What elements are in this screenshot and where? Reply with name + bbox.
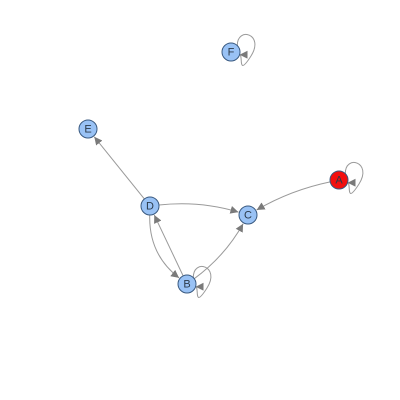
node-c[interactable]: C xyxy=(238,205,258,225)
edges-layer xyxy=(93,34,364,298)
edge-b-to-c xyxy=(193,223,244,280)
node-d-circle[interactable] xyxy=(140,196,160,216)
edge-d-to-b xyxy=(149,214,180,279)
node-b-circle[interactable] xyxy=(177,274,197,294)
node-f[interactable]: F xyxy=(221,42,241,62)
edge-a-to-a xyxy=(344,162,364,194)
node-a[interactable]: A xyxy=(329,170,349,190)
node-c-circle[interactable] xyxy=(238,205,258,225)
node-b[interactable]: B xyxy=(177,274,197,294)
node-e-circle[interactable] xyxy=(78,119,98,139)
node-e[interactable]: E xyxy=(78,119,98,139)
edge-d-to-e xyxy=(93,136,145,200)
node-d[interactable]: D xyxy=(140,196,160,216)
edge-b-to-d xyxy=(153,214,184,277)
edge-f-to-f xyxy=(236,34,256,66)
node-a-circle[interactable] xyxy=(329,170,349,190)
edge-d-to-c xyxy=(158,203,239,214)
edge-b-to-b xyxy=(192,266,212,298)
edge-a-to-c xyxy=(256,181,331,211)
node-f-circle[interactable] xyxy=(221,42,241,62)
